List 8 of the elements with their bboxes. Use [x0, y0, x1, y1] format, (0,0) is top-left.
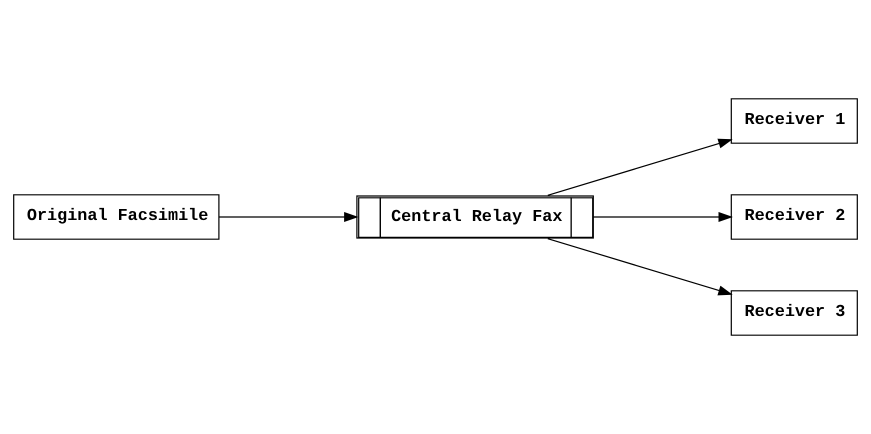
arrow	[548, 238, 733, 296]
node-box: Original Facsimile	[13, 194, 220, 240]
arrow	[593, 212, 733, 222]
node-box: Receiver 1	[730, 98, 858, 144]
arrow	[548, 138, 733, 196]
node-box: Receiver 2	[730, 194, 858, 240]
node-box: Receiver 3	[730, 290, 858, 336]
arrow	[219, 212, 359, 222]
